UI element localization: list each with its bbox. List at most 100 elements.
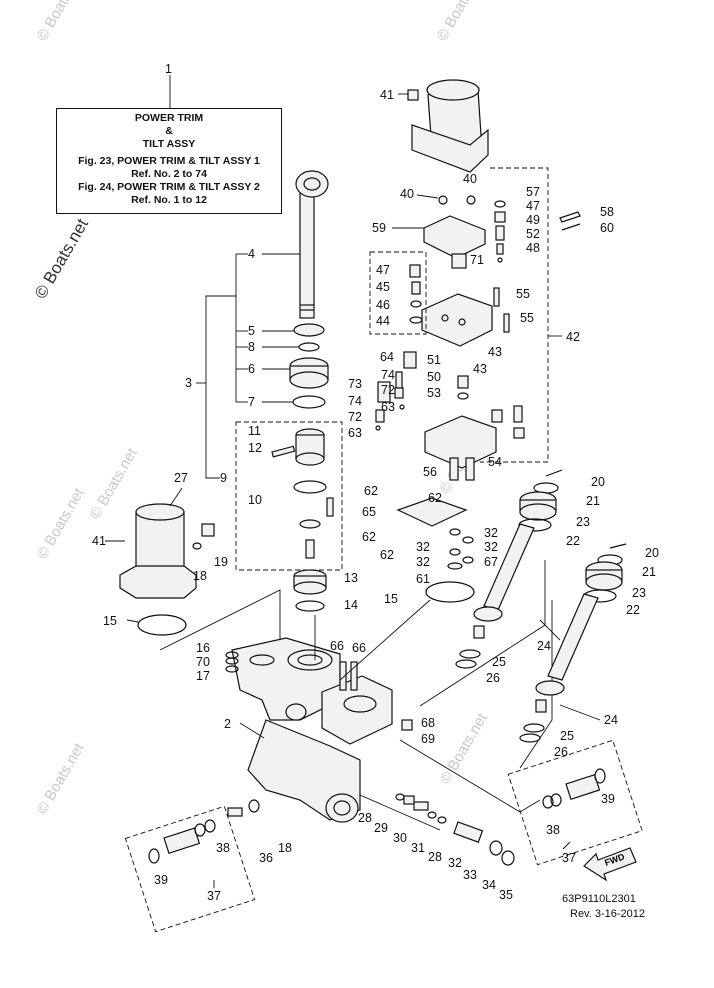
trim-motor-part bbox=[407, 79, 489, 173]
callout-4: 4 bbox=[248, 247, 255, 261]
oring-15-left-part bbox=[137, 614, 187, 636]
watermark-7: © Boats.net bbox=[87, 445, 141, 522]
callout-6: 6 bbox=[248, 362, 255, 376]
callout-labels: 41 40 40 57 47 49 52 48 58 60 59 71 47 4… bbox=[92, 88, 659, 903]
callout-32-b: 32 bbox=[416, 540, 430, 554]
revision-date: Rev. 3-16-2012 bbox=[570, 908, 646, 920]
callout-16: 16 bbox=[196, 641, 210, 655]
callout-30: 30 bbox=[393, 831, 407, 845]
valve-body-part bbox=[421, 287, 510, 481]
watermark-main: © Boats.net bbox=[31, 215, 92, 302]
callout-15-left: 15 bbox=[103, 614, 117, 628]
title-box-ref-number: 1 bbox=[165, 62, 172, 76]
callout-63-b: 63 bbox=[348, 426, 362, 440]
drawing-code: 63P9110L2301 bbox=[562, 893, 636, 905]
callout-55-a: 55 bbox=[516, 287, 530, 301]
callout-72-a: 72 bbox=[381, 383, 395, 397]
callout-62-d: 62 bbox=[380, 548, 394, 562]
trim-cylinder-lower-part bbox=[519, 543, 627, 743]
callout-65: 65 bbox=[362, 505, 376, 519]
callout-8: 8 bbox=[248, 340, 255, 354]
callout-62-c: 62 bbox=[362, 530, 376, 544]
watermark-4: © Boats.net bbox=[34, 740, 88, 817]
callout-24-a: 24 bbox=[537, 639, 551, 653]
title-line-1: POWER TRIM bbox=[134, 112, 204, 124]
watermark-1: © Boats.net bbox=[34, 0, 88, 44]
callout-26-b: 26 bbox=[554, 745, 568, 759]
callout-5: 5 bbox=[248, 324, 255, 338]
oring-15-right-part bbox=[425, 581, 475, 603]
title-line-5: Ref. No. 2 to 74 bbox=[131, 168, 207, 180]
callout-28-b: 28 bbox=[428, 850, 442, 864]
callout-58: 58 bbox=[600, 205, 614, 219]
callout-36: 36 bbox=[259, 851, 273, 865]
callout-20-b: 20 bbox=[645, 546, 659, 560]
piston-9-part bbox=[271, 428, 334, 559]
callout-56: 56 bbox=[423, 465, 437, 479]
title-line-6: Fig. 24, POWER TRIM & TILT ASSY 2 bbox=[78, 181, 260, 193]
callout-12: 12 bbox=[248, 441, 262, 455]
oring-7-part bbox=[292, 395, 326, 409]
callout-41-left: 41 bbox=[92, 534, 106, 548]
callout-32-e: 32 bbox=[448, 856, 462, 870]
callout-53: 53 bbox=[427, 386, 441, 400]
callout-73: 73 bbox=[348, 377, 362, 391]
callout-51: 51 bbox=[427, 353, 441, 367]
callout-3: 3 bbox=[185, 376, 192, 390]
callout-39-right: 39 bbox=[601, 792, 615, 806]
callout-63-a: 63 bbox=[381, 400, 395, 414]
valve-47-part bbox=[409, 264, 421, 278]
callout-42: 42 bbox=[566, 330, 580, 344]
callout-74-a: 74 bbox=[381, 368, 395, 382]
title-line-7: Ref. No. 1 to 12 bbox=[131, 194, 207, 206]
seal-5-part bbox=[293, 323, 325, 337]
reservoir-cap-59-part bbox=[423, 195, 486, 269]
callout-46: 46 bbox=[376, 298, 390, 312]
oring-14-part bbox=[295, 600, 325, 612]
callout-54: 54 bbox=[488, 455, 502, 469]
callout-47-a: 47 bbox=[526, 199, 540, 213]
callout-74-b: 74 bbox=[348, 394, 362, 408]
callout-59: 59 bbox=[372, 221, 386, 235]
callout-69: 69 bbox=[421, 732, 435, 746]
callout-40-a: 40 bbox=[400, 187, 414, 201]
callout-25-b: 25 bbox=[560, 729, 574, 743]
title-box: POWER TRIM & TILT ASSY Fig. 23, POWER TR… bbox=[56, 108, 282, 214]
callout-2: 2 bbox=[224, 717, 231, 731]
callout-23-a: 23 bbox=[576, 515, 590, 529]
callout-19: 19 bbox=[214, 555, 228, 569]
callout-22-b: 22 bbox=[626, 603, 640, 617]
callout-21-b: 21 bbox=[642, 565, 656, 579]
callout-37-right: 37 bbox=[562, 851, 576, 865]
callout-14: 14 bbox=[344, 598, 358, 612]
callout-41-top: 41 bbox=[380, 88, 394, 102]
callout-38-right: 38 bbox=[546, 823, 560, 837]
watermark-6: © Boats.net bbox=[437, 710, 491, 787]
callout-45: 45 bbox=[376, 280, 390, 294]
callout-9: 9 bbox=[220, 471, 227, 485]
callout-52: 52 bbox=[526, 227, 540, 241]
callout-60: 60 bbox=[600, 221, 614, 235]
callout-32-a: 32 bbox=[484, 526, 498, 540]
callout-40-b: 40 bbox=[463, 172, 477, 186]
callout-37-left: 37 bbox=[207, 889, 221, 903]
callout-24-b: 24 bbox=[604, 713, 618, 727]
cylinder-13-part bbox=[293, 569, 327, 595]
callout-32-d: 32 bbox=[416, 555, 430, 569]
callout-39-left: 39 bbox=[154, 873, 168, 887]
forward-arrow-icon: FWD bbox=[583, 847, 637, 882]
callout-7: 7 bbox=[248, 395, 255, 409]
main-housing-part bbox=[231, 637, 393, 823]
valve-chain-part bbox=[395, 793, 515, 866]
callout-23-b: 23 bbox=[632, 586, 646, 600]
manual-valve-left-part bbox=[148, 799, 260, 864]
callout-11: 11 bbox=[248, 424, 261, 438]
callout-10: 10 bbox=[248, 493, 262, 507]
callout-20-a: 20 bbox=[591, 475, 605, 489]
callout-44: 44 bbox=[376, 314, 390, 328]
callout-34: 34 bbox=[482, 878, 496, 892]
manual-valve-right-part bbox=[542, 768, 606, 809]
callout-50: 50 bbox=[427, 370, 441, 384]
callout-33: 33 bbox=[463, 868, 477, 882]
